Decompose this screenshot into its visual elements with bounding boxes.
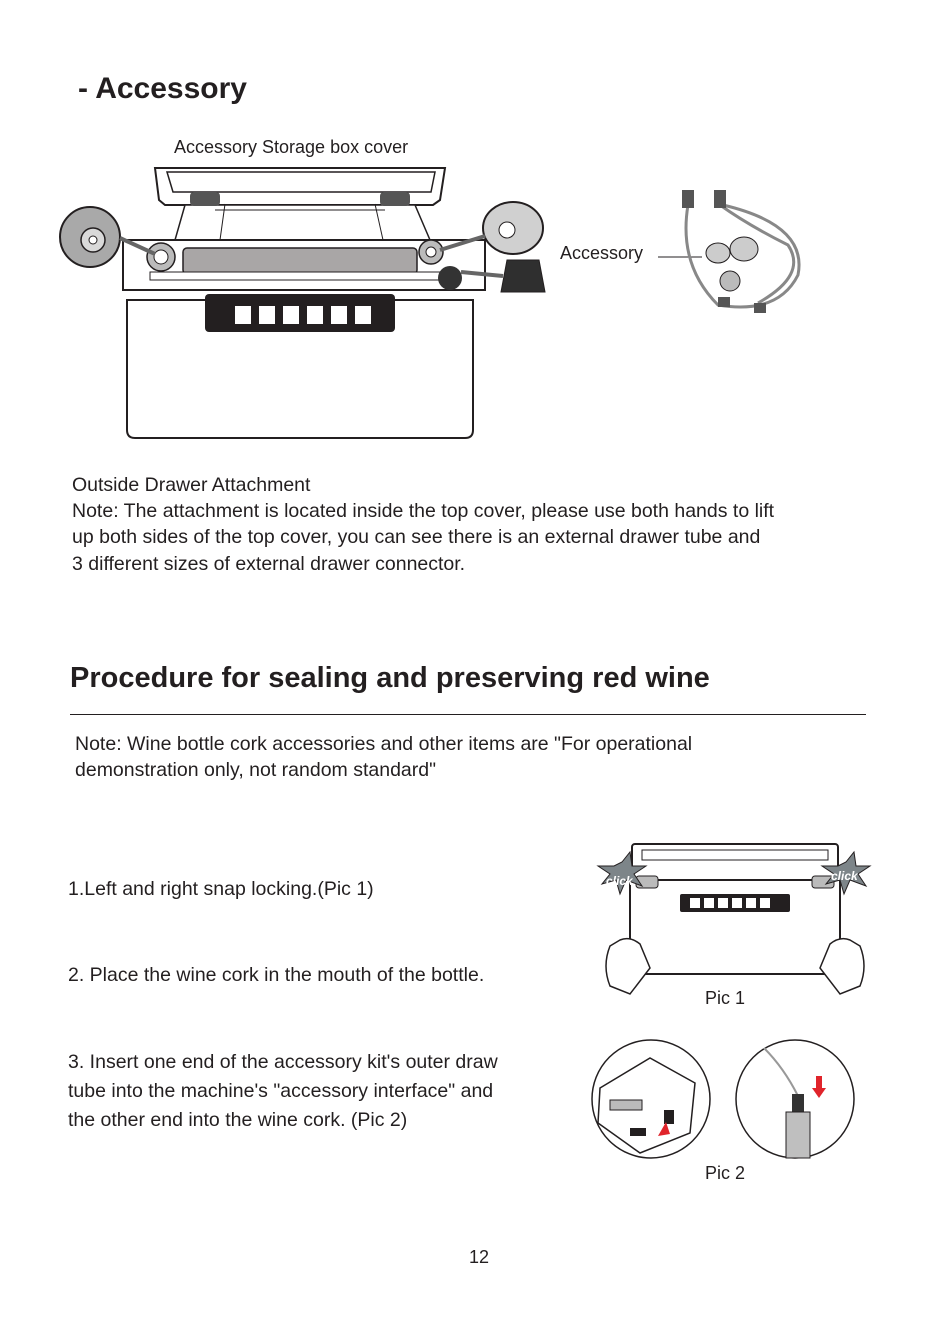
click-label-right: click bbox=[831, 869, 858, 883]
attachment-title: Outside Drawer Attachment bbox=[72, 474, 311, 496]
step-3-line2: tube into the machine's "accessory inter… bbox=[68, 1080, 494, 1102]
procedure-heading: Procedure for sealing and preserving red… bbox=[70, 662, 710, 694]
pic2-caption: Pic 2 bbox=[705, 1163, 746, 1183]
step-3-line3: the other end into the wine cork. (Pic 2… bbox=[68, 1109, 408, 1131]
accessory-label: Accessory bbox=[560, 243, 644, 263]
storage-cover-label: Accessory Storage box cover bbox=[174, 137, 409, 157]
pic2-machine-closeup bbox=[591, 1039, 711, 1159]
attachment-note-line2: up both sides of the top cover, you can … bbox=[72, 526, 761, 548]
step-2-text: 2. Place the wine cork in the mouth of t… bbox=[68, 964, 485, 986]
attachment-note-line1: Note: The attachment is located inside t… bbox=[72, 500, 775, 522]
accessory-heading: - Accessory bbox=[78, 72, 247, 105]
pic1-caption: Pic 1 bbox=[705, 988, 746, 1008]
procedure-divider bbox=[70, 714, 866, 715]
click-label-left: click bbox=[606, 874, 633, 888]
accessory-kit-illustration bbox=[658, 190, 801, 313]
vacuum-sealer-illustration bbox=[59, 167, 546, 439]
page-number: 12 bbox=[469, 1247, 490, 1267]
attachment-note-line3: 3 different sizes of external drawer con… bbox=[72, 553, 466, 575]
step-3-line1: 3. Insert one end of the accessory kit's… bbox=[68, 1051, 498, 1073]
procedure-note-line1: Note: Wine bottle cork accessories and o… bbox=[75, 733, 693, 755]
pic2-bottle-closeup bbox=[735, 1039, 855, 1159]
pic1-illustration bbox=[596, 843, 872, 995]
procedure-note-line2: demonstration only, not random standard" bbox=[75, 759, 437, 781]
step-1-text: 1.Left and right snap locking.(Pic 1) bbox=[68, 878, 374, 900]
